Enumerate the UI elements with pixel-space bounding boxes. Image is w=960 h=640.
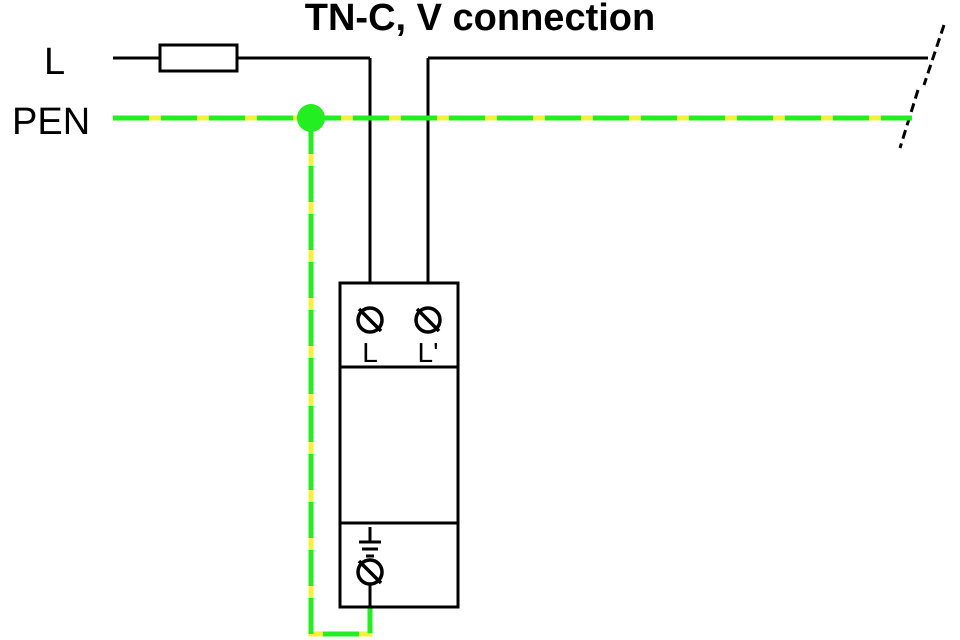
terminal-l-icon xyxy=(356,306,384,334)
earth-icon xyxy=(359,527,381,558)
surge-protection-device xyxy=(338,281,460,609)
line-conductor xyxy=(113,43,928,308)
pen-junction-dot xyxy=(297,104,325,132)
pen-conductor xyxy=(113,115,912,637)
pen-rail-label: PEN xyxy=(12,101,90,143)
fuse xyxy=(158,43,239,73)
line-break-mark xyxy=(922,24,946,86)
line-rail-label: L xyxy=(44,41,65,83)
terminal-l-label: L xyxy=(362,337,378,368)
diagram-title: TN-C, V connection xyxy=(305,0,655,39)
terminal-l-prime-label: L' xyxy=(418,337,439,368)
terminal-l-prime-icon xyxy=(414,306,442,334)
